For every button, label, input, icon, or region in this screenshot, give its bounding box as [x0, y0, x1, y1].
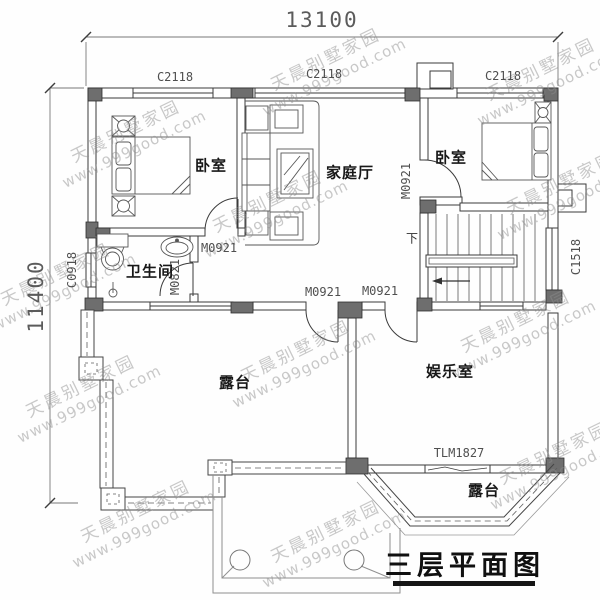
structural-columns — [84, 87, 565, 475]
door-label-terrace: M0921 — [304, 285, 342, 299]
door-label-recreation: M0921 — [361, 284, 399, 298]
terrace-railings — [78, 309, 347, 511]
window-label-c2118-right: C2118 — [484, 69, 522, 83]
room-label-recreation: 娱乐室 — [425, 363, 475, 381]
page-title: 三层平面图 — [385, 550, 545, 581]
door-label-bedroom-right: M0921 — [399, 162, 413, 200]
dimension-total-height: 11400 — [24, 259, 48, 333]
dimension-lines — [44, 31, 564, 509]
stairs-direction-label: 下 — [405, 231, 419, 246]
duct-wall-opening — [549, 190, 557, 206]
lower-porch-outline — [212, 475, 401, 594]
furniture-bedroom-left — [111, 115, 191, 217]
window-label-c1518: C1518 — [569, 238, 583, 276]
room-label-family-hall: 家庭厅 — [325, 164, 375, 182]
dimension-total-width: 13100 — [285, 8, 359, 32]
door-label-bedroom-left: M0921 — [200, 241, 238, 255]
door-swings — [159, 159, 462, 343]
furniture-bedroom-right — [481, 101, 552, 181]
room-label-bedroom-right: 卧室 — [434, 149, 468, 167]
window-label-c2118-mid: C2118 — [305, 67, 343, 81]
room-label-bedroom-left: 卧室 — [194, 157, 228, 175]
room-label-terrace-left: 露台 — [218, 374, 252, 392]
furniture-sofa-set — [241, 100, 320, 246]
title-underline — [393, 581, 535, 586]
staircase — [425, 214, 536, 301]
room-label-terrace-bottom: 露台 — [467, 482, 501, 500]
bay-terrace-railing — [356, 463, 570, 536]
window-label-c2118-left: C2118 — [156, 70, 194, 84]
room-label-bathroom: 卫生间 — [125, 263, 175, 281]
door-label-balcony-sliding: TLM1827 — [433, 446, 485, 460]
walls — [87, 62, 587, 474]
furniture-bathroom — [96, 233, 194, 298]
window-label-c0918: C0918 — [65, 251, 79, 289]
windows — [85, 87, 559, 474]
